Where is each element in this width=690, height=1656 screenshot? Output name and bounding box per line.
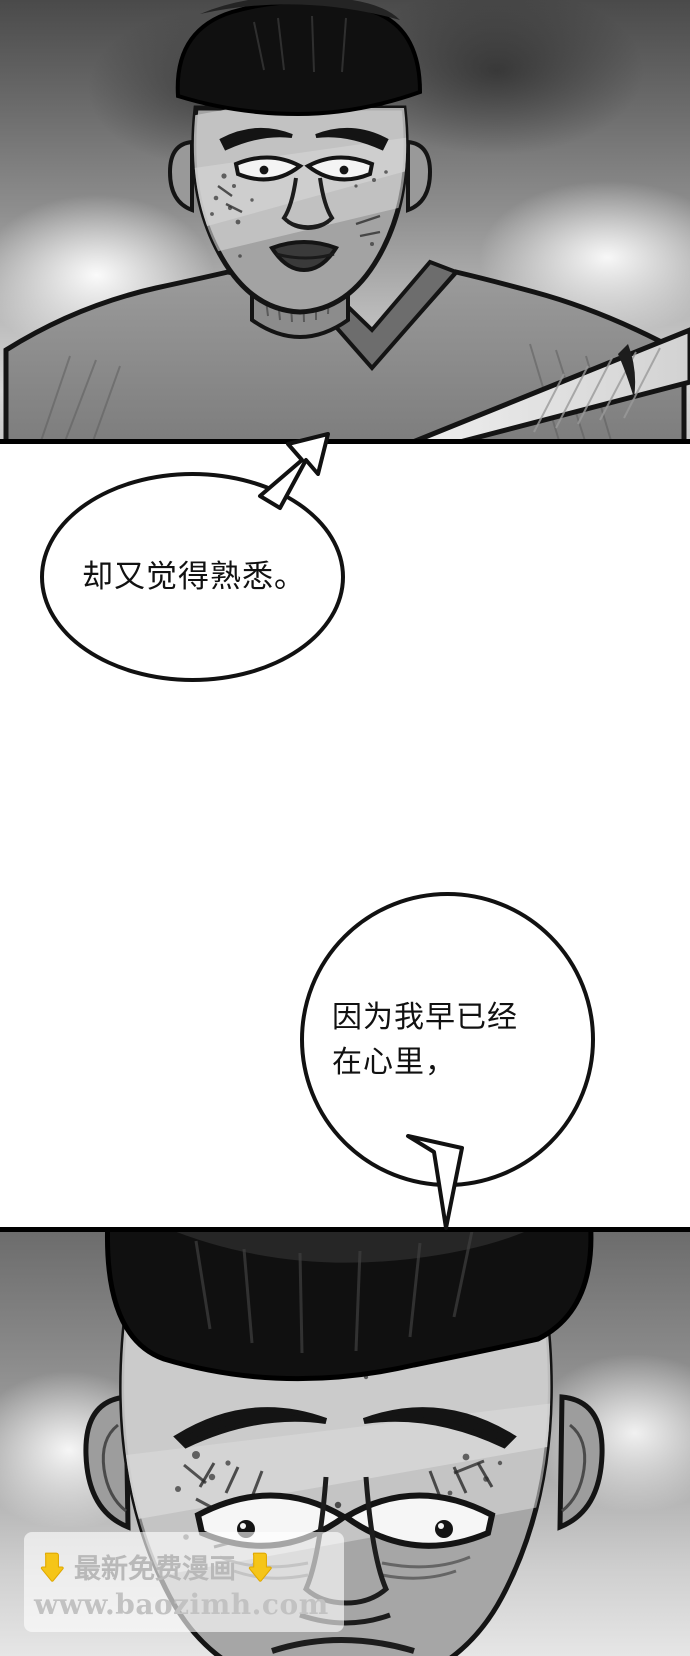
comic-panel-top [0, 0, 690, 444]
speech-bubble-2: 因为我早已经 在心里， [300, 892, 595, 1187]
speech-bubble-1: 却又觉得熟悉。 [40, 472, 345, 682]
eye-glint-left [240, 1523, 246, 1529]
hat-texture [253, 15, 347, 73]
mouth-2 [271, 1637, 415, 1654]
pupil-left [259, 165, 269, 175]
hat-texture-2 [194, 1230, 474, 1354]
eye-glint-right [438, 1523, 444, 1529]
blade [407, 327, 690, 444]
dirt-streaks [217, 108, 381, 238]
brow-hatching [198, 1462, 494, 1498]
speech-bubble-1-tail [258, 432, 330, 510]
blade-fitting [618, 344, 636, 398]
character-illustration-top [3, 0, 690, 444]
ear-right [406, 139, 433, 213]
speech-bubble-2-text: 因为我早已经 在心里， [332, 999, 518, 1080]
watermark-url: www.baozimh.com [34, 1587, 329, 1621]
eyebrow-left-2 [173, 1407, 328, 1449]
eye-right-2 [340, 1492, 496, 1549]
speech-bubble-2-tail [406, 1134, 464, 1230]
pointing-down-hand-icon-left [40, 1552, 64, 1582]
panel-bottom-top-border [0, 1227, 690, 1232]
eyebrow-left [219, 127, 293, 151]
watermark-title-row: 最新免费漫画 [34, 1544, 334, 1590]
pupil-right [339, 165, 349, 175]
pupil-right-2 [435, 1520, 453, 1538]
ear-right-inner [561, 1423, 587, 1513]
character-illustration-bottom [83, 1227, 605, 1656]
hat-highlight-2 [163, 1227, 536, 1263]
ear-left [167, 139, 194, 213]
panel-top-artwork [0, 0, 690, 444]
nose-speck [334, 1501, 342, 1509]
ear-right-2 [557, 1394, 605, 1531]
ear-left-2 [83, 1394, 131, 1531]
eyebrow-right [315, 127, 389, 151]
mouth [268, 240, 340, 273]
speech-bubble-1-text: 却又觉得熟悉。 [82, 558, 306, 595]
ear-left-inner [101, 1423, 127, 1513]
lip-line [275, 252, 335, 260]
black-hat [175, 0, 423, 117]
site-watermark: 最新免费漫画 www.baozimh.com [24, 1532, 344, 1632]
nostril-line [287, 220, 329, 229]
panel-top-bottom-border [0, 439, 690, 444]
watermark-title: 最新免费漫画 [74, 1554, 236, 1585]
eyebrow-right-2 [362, 1407, 517, 1449]
pointing-down-hand-icon-right [248, 1552, 272, 1582]
black-hat-2 [104, 1227, 594, 1382]
hat-highlight [200, 0, 400, 20]
